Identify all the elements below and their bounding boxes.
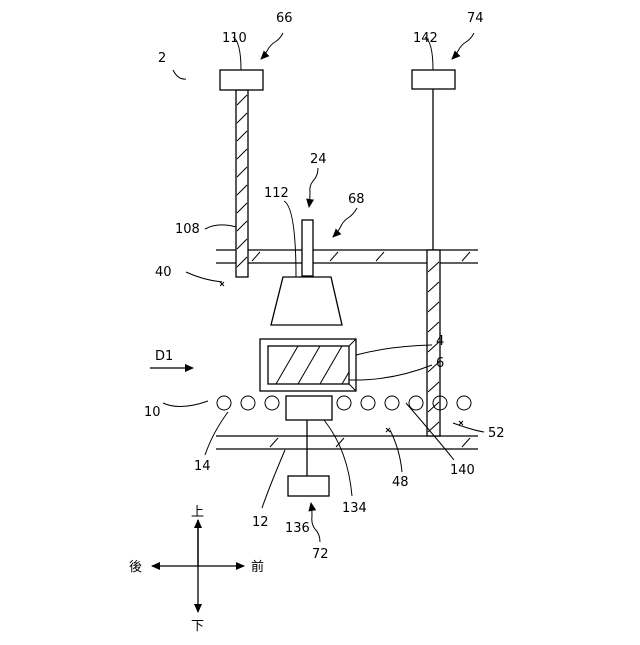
label-14: 14 [194, 459, 211, 474]
head-110 [220, 70, 263, 90]
label-74: 74 [467, 11, 484, 26]
label-40: 40 [155, 265, 172, 280]
wavy-arrow-72 [311, 503, 320, 542]
direction-up-label: 上 [191, 505, 204, 520]
label-142: 142 [413, 31, 438, 46]
label-10: 10 [144, 405, 161, 420]
wavy-arrow-24 [309, 168, 318, 207]
label-110: 110 [222, 31, 247, 46]
direction-back-label: 後 [129, 560, 142, 575]
label-112: 112 [264, 186, 289, 201]
label-52: 52 [488, 426, 505, 441]
label-6: 6 [436, 356, 444, 371]
label-108: 108 [175, 222, 200, 237]
wavy-arrow-74 [452, 33, 474, 59]
label-24: 24 [310, 152, 327, 167]
label-68: 68 [348, 192, 365, 207]
direction-front-label: 前 [251, 559, 264, 575]
label-12: 12 [252, 515, 269, 530]
nozzle-112 [271, 277, 342, 325]
label-2: 2 [158, 51, 166, 66]
rod-108 [236, 90, 248, 277]
label-4: 4 [436, 334, 444, 349]
label-48: 48 [392, 475, 409, 490]
direction-down-label: 下 [191, 619, 204, 634]
shaft-24 [302, 220, 313, 276]
wavy-arrow-68 [333, 208, 357, 237]
label-d1: D1 [155, 349, 173, 364]
lower-frame [216, 436, 478, 449]
label-66: 66 [276, 11, 293, 26]
support-134 [286, 396, 332, 420]
label-134: 134 [342, 501, 367, 516]
label-72: 72 [312, 547, 329, 562]
direction-cross [152, 520, 244, 612]
label-136: 136 [285, 521, 310, 536]
head-142 [412, 70, 455, 89]
wavy-arrow-66 [261, 33, 283, 59]
base-136 [288, 476, 329, 496]
label-140: 140 [450, 463, 475, 478]
workpiece-4 [260, 339, 356, 391]
